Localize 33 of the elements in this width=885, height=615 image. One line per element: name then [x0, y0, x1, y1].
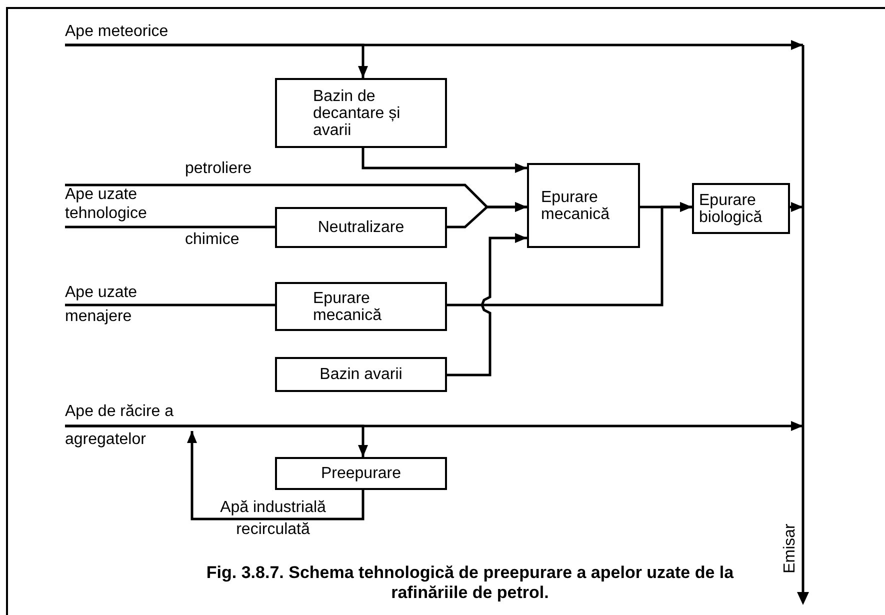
arrow [362, 148, 527, 173]
process-box [527, 163, 640, 248]
box-label: Neutralizare [316, 219, 406, 236]
arrow [447, 202, 527, 228]
stream-label: Ape uzate menajere [65, 283, 138, 327]
process-box [275, 207, 447, 248]
outfall-label: Emisar [782, 522, 798, 576]
process-box [275, 457, 447, 490]
arrow [790, 202, 803, 212]
box-label: Bazin de decantare și avarii [313, 88, 402, 138]
process-box [692, 183, 790, 234]
figure-caption: Fig. 3.8.7. Schema tehnologică de preepurare a apelor uzate de la rafinăriile de petrol. [205, 563, 735, 603]
edge-label: chimice [185, 231, 240, 249]
box-label: Preepurare [320, 465, 402, 482]
connector-line [65, 304, 275, 306]
box-label: Epurare mecanică [313, 290, 382, 324]
stream-label: Ape uzate tehnologice [65, 185, 148, 223]
stream-label: Ape meteorice [65, 22, 170, 42]
arrow [65, 44, 368, 78]
arrow [65, 424, 368, 457]
arrow [447, 202, 692, 306]
box-label: Epurare biologică [699, 192, 764, 226]
arrow [447, 233, 527, 376]
edge-label: Apă industrială recirculată [219, 498, 327, 540]
box-label: Epurare mecanică [541, 188, 610, 222]
arrow [187, 431, 364, 520]
process-box [275, 282, 447, 331]
process-box [275, 78, 447, 148]
edge-label: petroliere [185, 160, 253, 178]
process-box [275, 357, 447, 392]
connector-line [65, 226, 275, 228]
stream-label: Ape de răcire a agregatelor [65, 402, 175, 450]
box-label: Bazin avarii [318, 366, 404, 383]
